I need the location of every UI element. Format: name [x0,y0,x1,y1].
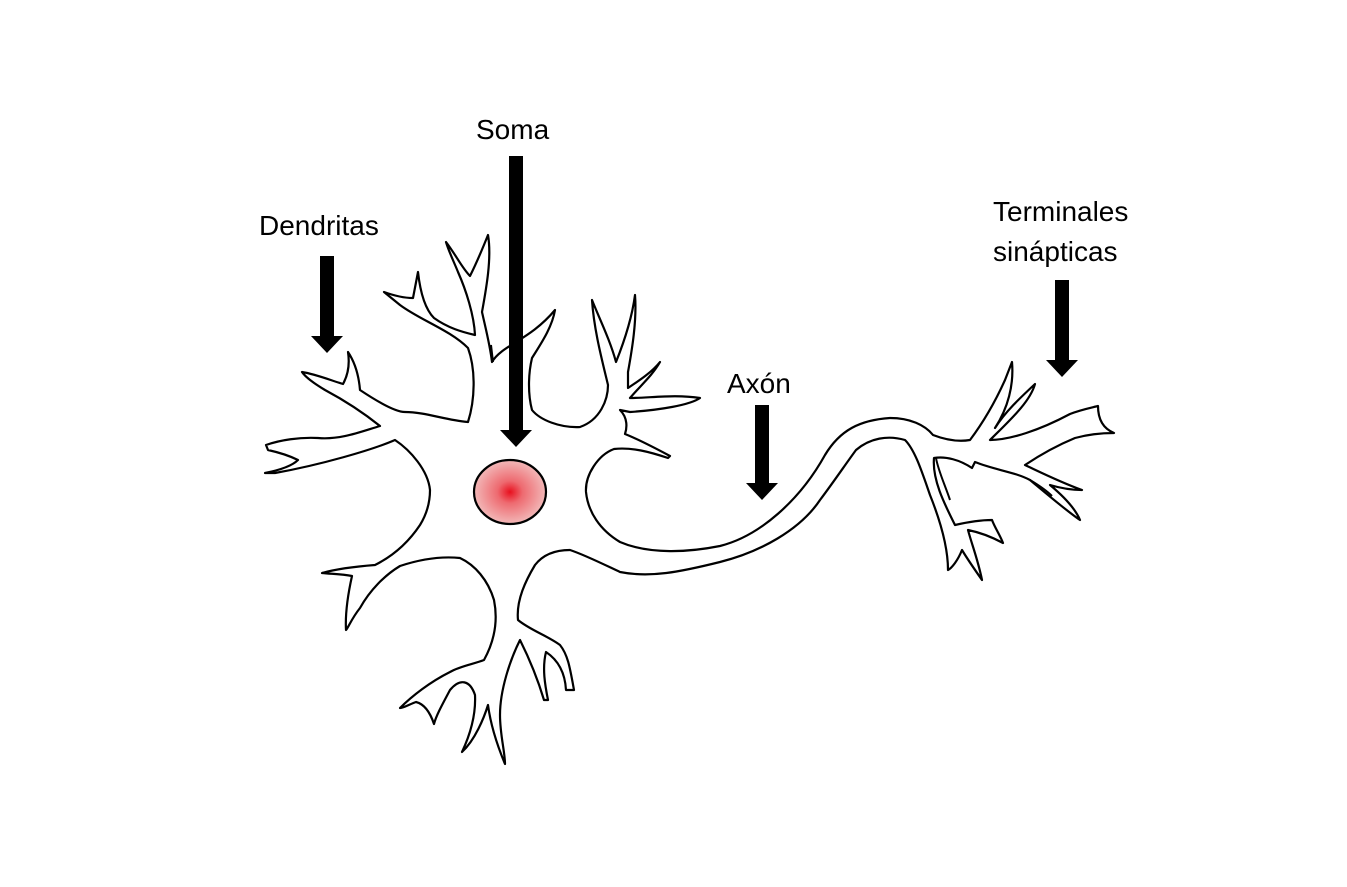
dendrite-detail-lines [490,344,1053,501]
label-dendritas: Dendritas [259,210,379,241]
label-axon: Axón [727,368,791,399]
label-terminales-line1: Terminales [993,196,1129,227]
neuron-body [263,233,1116,766]
label-soma: Soma [476,114,550,145]
label-terminales-line2: sinápticas [993,236,1118,267]
down-arrow-icon [746,405,778,500]
down-arrow-icon [311,256,343,353]
down-arrow-icon [500,156,532,447]
down-arrow-icon [1046,280,1078,377]
nucleus [472,458,548,526]
label-terminales-sinapticas: Terminales sinápticas [993,192,1128,272]
